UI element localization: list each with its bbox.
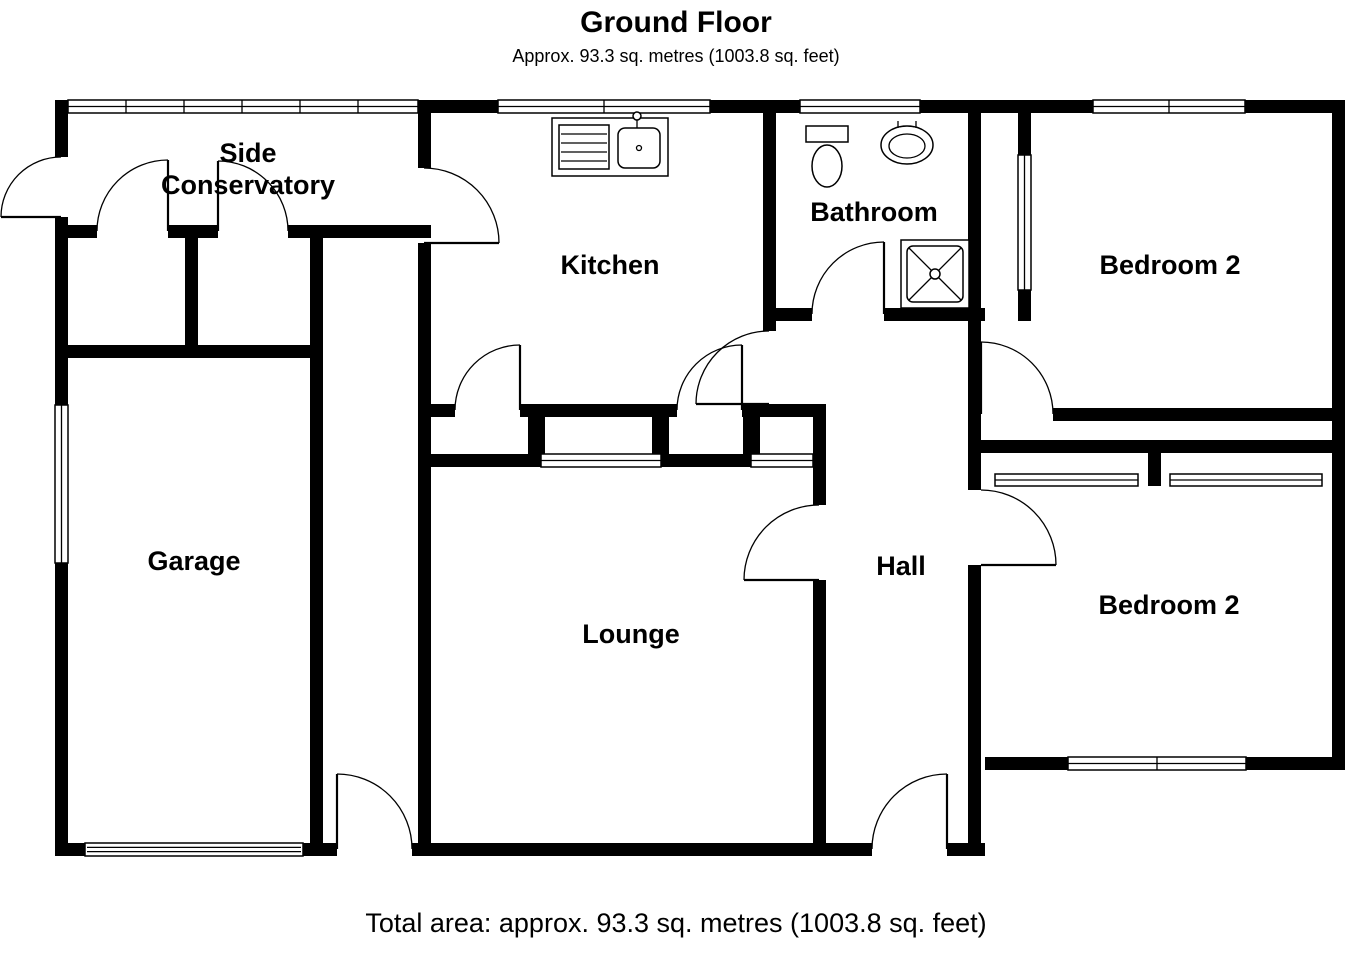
windows <box>54 99 1323 857</box>
wall-wardrobe-top <box>981 440 1345 453</box>
wall-hall-bedroom-1 <box>968 421 981 490</box>
page-title: Ground Floor <box>580 6 772 39</box>
bedroom-top-window-mullion <box>1093 100 1245 113</box>
total-area-text: Total area: approx. 93.3 sq. metres (100… <box>365 908 987 938</box>
wall-kitchen-hall-stub <box>763 321 776 331</box>
conservatory-window-mullions <box>68 100 418 113</box>
wall-cupboard-stub-top <box>1018 113 1031 155</box>
room-label-bedroom-bottom: Bedroom 2 <box>1098 590 1239 620</box>
toilet-bowl <box>811 144 843 188</box>
wall-store-divider <box>185 238 198 345</box>
kitchen-entry-door-arc <box>423 167 500 244</box>
room-label-bathroom: Bathroom <box>810 197 938 227</box>
kitchen-sink <box>551 111 669 177</box>
bathroom-door-arc <box>811 241 885 315</box>
room-label-hall: Hall <box>876 551 926 581</box>
wall-exterior-right <box>1332 100 1345 770</box>
bathroom-sink <box>880 121 934 165</box>
wall-main-vertical-lower <box>418 243 431 843</box>
garage-door-lines <box>87 846 301 853</box>
wall-bedroom-top-south <box>1053 408 1345 421</box>
wall-kitchen-south-1 <box>431 404 455 417</box>
wall-hall-bedroom-2 <box>968 565 981 757</box>
wall-conservatory-south-1 <box>55 225 97 238</box>
kitchen-sink-drainer <box>558 124 610 170</box>
walls <box>55 100 1345 856</box>
bedroom-top-door-arc <box>980 341 1054 415</box>
wall-kitchen-bathroom <box>763 113 776 321</box>
wall-bathroom-south-2 <box>884 308 985 321</box>
wall-connector-3 <box>743 417 760 454</box>
conservatory-exterior-door-gap <box>55 157 68 217</box>
room-label-kitchen: Kitchen <box>560 250 659 280</box>
wall-garage-right <box>310 238 323 843</box>
shower <box>900 239 970 309</box>
front-door-arc <box>871 773 948 850</box>
kitchen-lounge-door-2-arc <box>676 344 743 411</box>
wall-kitchen-south-3 <box>742 404 826 417</box>
page-subtitle: Approx. 93.3 sq. metres (1003.8 sq. feet… <box>512 46 840 66</box>
wall-cupboard-stub-bottom <box>1018 290 1031 321</box>
conservatory-door-1-arc <box>96 159 169 232</box>
wall-lounge-hall-2 <box>813 580 826 843</box>
toilet-cistern <box>805 125 849 143</box>
room-label-garage: Garage <box>147 546 240 576</box>
wall-wardrobe-divider <box>1148 440 1161 486</box>
wall-bathroom-bedroom <box>968 113 981 421</box>
kitchen-tap-icon <box>632 111 642 121</box>
conservatory-door-2-arc <box>217 160 289 232</box>
garage-door <box>84 842 304 857</box>
kitchen-hall-door-arc <box>695 330 770 405</box>
wall-lounge-hall-1 <box>813 417 826 505</box>
wall-main-vertical-upper <box>418 113 431 168</box>
kitchen-sink-bowl <box>617 127 661 169</box>
wall-garage-top <box>68 345 323 358</box>
toilet <box>805 125 849 188</box>
passage-door-arc <box>336 773 413 850</box>
room-label-conservatory-line1: Side <box>219 138 276 168</box>
kitchen-sink-drainer-lines <box>561 133 607 162</box>
conservatory-exterior-door-arc <box>0 156 62 218</box>
fixtures <box>551 111 970 309</box>
basin-taps <box>897 121 917 128</box>
kitchen-sink-drain <box>635 144 643 152</box>
wall-lounge-top-1 <box>431 454 541 467</box>
wall-connector-1 <box>528 417 545 454</box>
passage-door-gap <box>337 843 412 856</box>
wall-kitchen-south-2 <box>520 404 677 417</box>
kitchen-lounge-door-1-arc <box>454 344 521 411</box>
room-labels: Side Conservatory Kitchen Bathroom Bedro… <box>147 138 1240 649</box>
wall-hall-right-lower <box>968 757 981 856</box>
wall-lounge-top-2 <box>661 454 751 467</box>
wall-bathroom-south-1 <box>763 308 812 321</box>
wall-connector-2 <box>652 417 669 454</box>
wall-conservatory-south-3 <box>288 225 431 238</box>
bedroom-bottom-door-arc <box>980 489 1057 566</box>
lounge-door-arc <box>743 504 820 581</box>
shower-head-icon <box>929 268 941 280</box>
bedroom-bottom-window-mullion <box>1068 757 1246 770</box>
wall-conservatory-south-2 <box>168 225 218 238</box>
room-label-bedroom-top: Bedroom 2 <box>1099 250 1240 280</box>
front-door-gap <box>872 843 947 856</box>
room-label-conservatory-line2: Conservatory <box>161 170 335 200</box>
kitchen-window-mullion <box>498 100 710 113</box>
basin-inner <box>888 133 926 159</box>
room-label-lounge: Lounge <box>582 619 679 649</box>
doors <box>0 156 1057 856</box>
